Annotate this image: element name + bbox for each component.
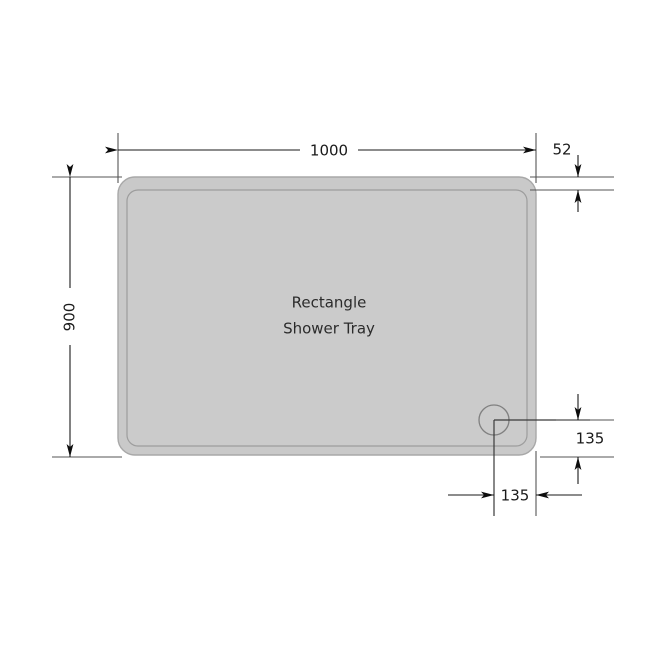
width-dim-label: 1000 <box>310 142 348 160</box>
dimension-width-1000: 1000 <box>105 133 537 183</box>
part-label-group: Rectangle Shower Tray <box>283 294 375 338</box>
waste-h-dim-label: 135 <box>501 487 530 505</box>
dimension-height-900: 900 <box>52 164 122 458</box>
part-label-line-1: Rectangle <box>292 294 367 312</box>
dimension-waste-offset-vertical-135: 135 <box>540 394 614 484</box>
waste-v-dim-label: 135 <box>576 430 605 448</box>
tray-inner-edge <box>126 189 528 447</box>
part-label-line-2: Shower Tray <box>283 320 375 338</box>
thickness-dim-label: 52 <box>552 141 571 159</box>
height-dim-label: 900 <box>61 303 79 332</box>
dimension-edge-thickness-52: 52 <box>530 141 614 212</box>
shower-tray-body <box>117 176 537 456</box>
dimension-waste-offset-horizontal-135: 135 <box>448 451 582 516</box>
